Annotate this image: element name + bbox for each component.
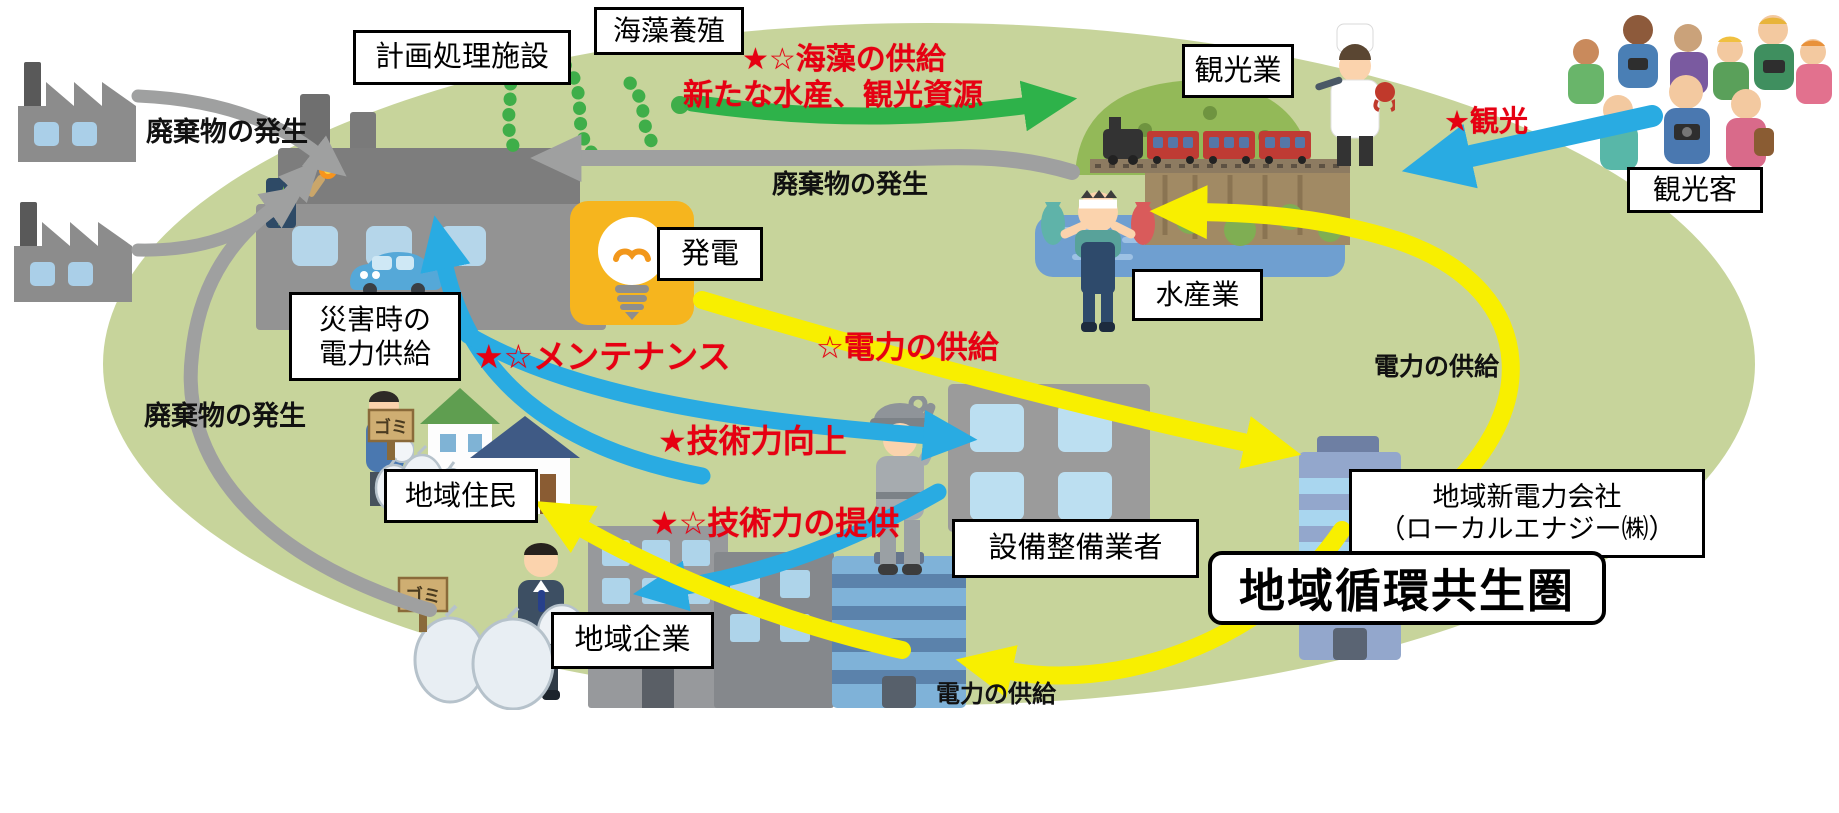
node-planned-facility: 計画処理施設 xyxy=(353,30,571,85)
node-label: 水産業 xyxy=(1155,279,1240,311)
flow-label-power-supply-star: ☆電力の供給 xyxy=(816,330,999,365)
node-label: 計画処理施設 xyxy=(374,41,549,74)
node-residents: 地域住民 xyxy=(384,469,538,523)
node-label: 電力供給 xyxy=(318,337,431,369)
fisherman-icon xyxy=(1041,190,1155,332)
flow-label-power-supply-right: 電力の供給 xyxy=(1374,353,1500,381)
flow-label-sightseeing: ★観光 xyxy=(1444,106,1528,138)
node-tourists: 観光客 xyxy=(1627,167,1763,213)
tourists-icon xyxy=(1568,15,1832,170)
node-label: 地域企業 xyxy=(574,624,691,657)
node-label: 地域新電力会社 xyxy=(1432,481,1622,512)
node-disaster-power: 災害時の 電力供給 xyxy=(289,292,461,381)
factory-icon xyxy=(14,202,132,302)
gomi-sign: ゴミ xyxy=(367,408,415,460)
worker-icon xyxy=(870,396,942,575)
flow-label-seaweed-supply: ★☆海藻の供給 xyxy=(742,43,946,76)
flow-label-waste-2: 廃棄物の発生 xyxy=(772,169,929,199)
trash-bags-icon xyxy=(413,604,555,710)
gomi-sign-text: ゴミ xyxy=(374,417,408,437)
chef-icon xyxy=(1315,23,1395,166)
node-label: 災害時の xyxy=(318,304,431,336)
node-label: 設備整備業者 xyxy=(988,532,1163,565)
flow-label-waste-1: 廃棄物の発生 xyxy=(146,117,308,147)
node-label: 観光客 xyxy=(1652,174,1737,206)
node-tourism-industry: 観光業 xyxy=(1182,44,1294,98)
gomi-sign: ゴミ xyxy=(397,576,449,632)
node-label: 海藻養殖 xyxy=(612,15,725,47)
factory-icon xyxy=(18,62,136,162)
node-local-companies: 地域企業 xyxy=(551,612,714,669)
node-new-power-company: 地域新電力会社 （ローカルエナジー㈱） xyxy=(1349,469,1705,558)
diagram-title: 地域循環共生圏 xyxy=(1208,551,1606,625)
ev-car-icon xyxy=(350,252,442,297)
gomi-sign-text: ゴミ xyxy=(405,585,441,606)
flow-label-waste-3: 廃棄物の発生 xyxy=(144,401,306,431)
flow-label-skill-improvement: ★技術力向上 xyxy=(658,423,847,459)
contractor-building-icon xyxy=(948,384,1150,532)
flow-label-skill-provision: ★☆技術力の提供 xyxy=(650,505,900,541)
flow-label-maintenance: ★☆メンテナンス xyxy=(474,338,731,375)
node-label: 発電 xyxy=(680,237,739,270)
node-label: 地域住民 xyxy=(404,480,517,512)
node-label: （ローカルエナジー㈱） xyxy=(1378,513,1676,544)
node-seaweed-farm: 海藻養殖 xyxy=(594,7,744,55)
flow-label-new-resources: 新たな水産、観光資源 xyxy=(683,79,983,112)
diagram-title-text: 地域循環共生圏 xyxy=(1239,565,1575,617)
node-power-generation: 発電 xyxy=(657,227,763,281)
node-label: 観光業 xyxy=(1194,54,1282,87)
node-equipment-contractor: 設備整備業者 xyxy=(952,519,1199,578)
node-fishery: 水産業 xyxy=(1132,269,1263,321)
flow-label-power-supply-bottom: 電力の供給 xyxy=(936,681,1056,708)
